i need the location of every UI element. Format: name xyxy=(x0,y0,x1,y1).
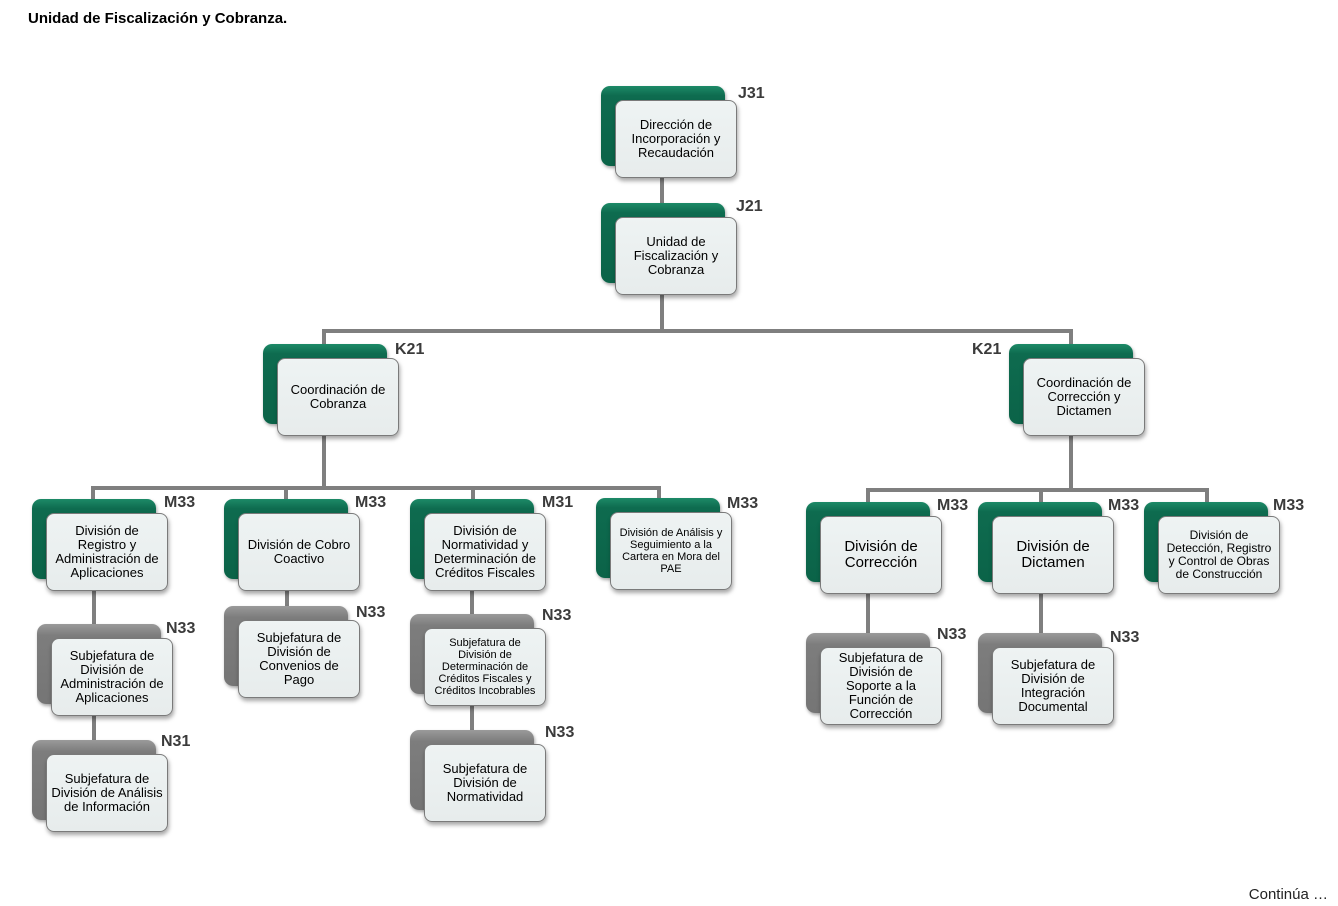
node-code: N31 xyxy=(161,733,191,750)
node-label: Subjefatura de División de Administració… xyxy=(51,638,173,716)
connector xyxy=(1039,488,1043,506)
node-code: M31 xyxy=(542,494,574,511)
node-code: J31 xyxy=(738,85,765,102)
connector xyxy=(284,486,288,504)
node-label: Subjefatura de División de Convenios de … xyxy=(238,620,360,698)
node-code: M33 xyxy=(727,495,759,512)
node-code: N33 xyxy=(937,626,967,643)
node-label: Coordinación de Cobranza xyxy=(277,358,399,436)
node-label: División de Normatividad y Determinación… xyxy=(424,513,546,591)
node-code: M33 xyxy=(164,494,196,511)
node-code: M33 xyxy=(1108,497,1140,514)
node-code: M33 xyxy=(937,497,969,514)
page-title: Unidad de Fiscalización y Cobranza. xyxy=(28,10,288,27)
connector xyxy=(1069,329,1073,351)
node-label: Subjefatura de División de Integración D… xyxy=(992,647,1114,725)
node-code: J21 xyxy=(736,198,763,215)
connector xyxy=(91,486,661,490)
node-label: Unidad de Fiscalización y Cobranza xyxy=(615,217,737,295)
node-label: División de Cobro Coactivo xyxy=(238,513,360,591)
connector xyxy=(285,585,289,610)
node-code: N33 xyxy=(356,604,386,621)
node-label: División de Análisis y Seguimiento a la … xyxy=(610,512,732,590)
connector xyxy=(866,488,870,506)
node-label: División de Detección, Registro y Contro… xyxy=(1158,516,1280,594)
connector xyxy=(866,488,1209,492)
connector xyxy=(1205,488,1209,506)
node-code: N33 xyxy=(166,620,196,637)
node-code: M33 xyxy=(355,494,387,511)
connector xyxy=(1039,590,1043,635)
node-label: División de Registro y Administración de… xyxy=(46,513,168,591)
node-label: Subjefatura de División de Determinación… xyxy=(424,628,546,706)
continues-label: Continúa … xyxy=(1248,886,1328,903)
node-label: Subjefatura de División de Normatividad xyxy=(424,744,546,822)
connector xyxy=(471,486,475,504)
connector xyxy=(866,590,870,635)
node-label: Dirección de Incorporación y Recaudación xyxy=(615,100,737,178)
connector xyxy=(1069,430,1073,490)
node-label: Subjefatura de División de Soporte a la … xyxy=(820,647,942,725)
node-code: N33 xyxy=(542,607,572,624)
connector xyxy=(322,430,326,488)
node-label: División de Dictamen xyxy=(992,516,1114,594)
node-code: M33 xyxy=(1273,497,1305,514)
connector xyxy=(322,329,1073,333)
node-label: Subjefatura de División de Análisis de I… xyxy=(46,754,168,832)
node-label: División de Corrección xyxy=(820,516,942,594)
node-code: N33 xyxy=(545,724,575,741)
node-code: K21 xyxy=(972,341,1002,358)
connector xyxy=(657,486,661,504)
connector xyxy=(322,329,326,351)
connector xyxy=(91,486,95,504)
node-label: Coordinación de Corrección y Dictamen xyxy=(1023,358,1145,436)
node-code: K21 xyxy=(395,341,425,358)
node-code: N33 xyxy=(1110,629,1140,646)
